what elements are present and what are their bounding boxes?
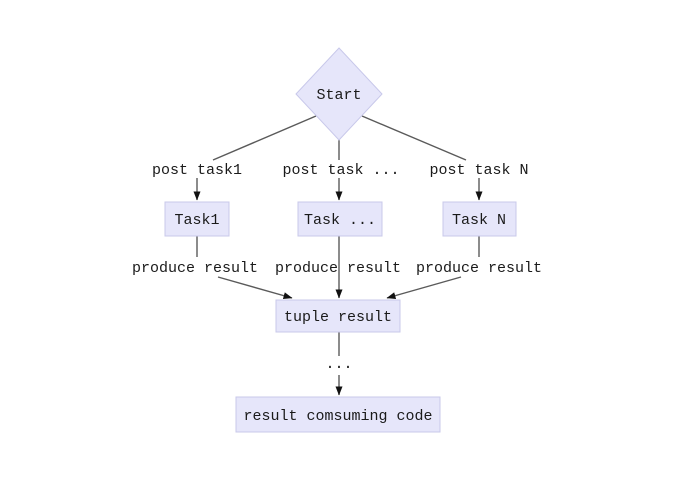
task-n-node-label: Task N bbox=[452, 212, 506, 229]
tuple-result-node bbox=[275, 299, 401, 333]
task-dots-node bbox=[297, 201, 383, 237]
post-task-dots-edge-label: post task ... bbox=[282, 162, 399, 179]
post-task1-edge-label: post task1 bbox=[152, 162, 242, 179]
task-n-node bbox=[442, 201, 517, 237]
produce-result-right-edge-label: produce result bbox=[416, 260, 542, 277]
nodes bbox=[164, 47, 517, 433]
result-consumer-node-label: result comsuming code bbox=[243, 408, 432, 425]
edge-task1-into-tuple bbox=[217, 276, 293, 300]
edge-task-n-into-tuple bbox=[386, 276, 462, 300]
task-dots-node-label: Task ... bbox=[304, 212, 376, 229]
task1-node bbox=[164, 201, 230, 237]
result-consumer-node bbox=[235, 396, 441, 433]
labels: Start post task1 post task ... post task… bbox=[132, 87, 542, 425]
post-task-n-edge-label: post task N bbox=[429, 162, 528, 179]
tuple-result-node-label: tuple result bbox=[284, 309, 392, 326]
start-node-label: Start bbox=[316, 87, 361, 104]
produce-result-left-edge-label: produce result bbox=[132, 260, 258, 277]
task1-node-label: Task1 bbox=[174, 212, 219, 229]
edges bbox=[193, 115, 483, 396]
start-diamond-node bbox=[295, 47, 383, 141]
produce-result-mid-edge-label: produce result bbox=[275, 260, 401, 277]
ellipsis-edge-label: ... bbox=[325, 356, 352, 373]
edge-start-to-task-n bbox=[361, 115, 467, 161]
edge-start-to-task1 bbox=[212, 115, 317, 161]
